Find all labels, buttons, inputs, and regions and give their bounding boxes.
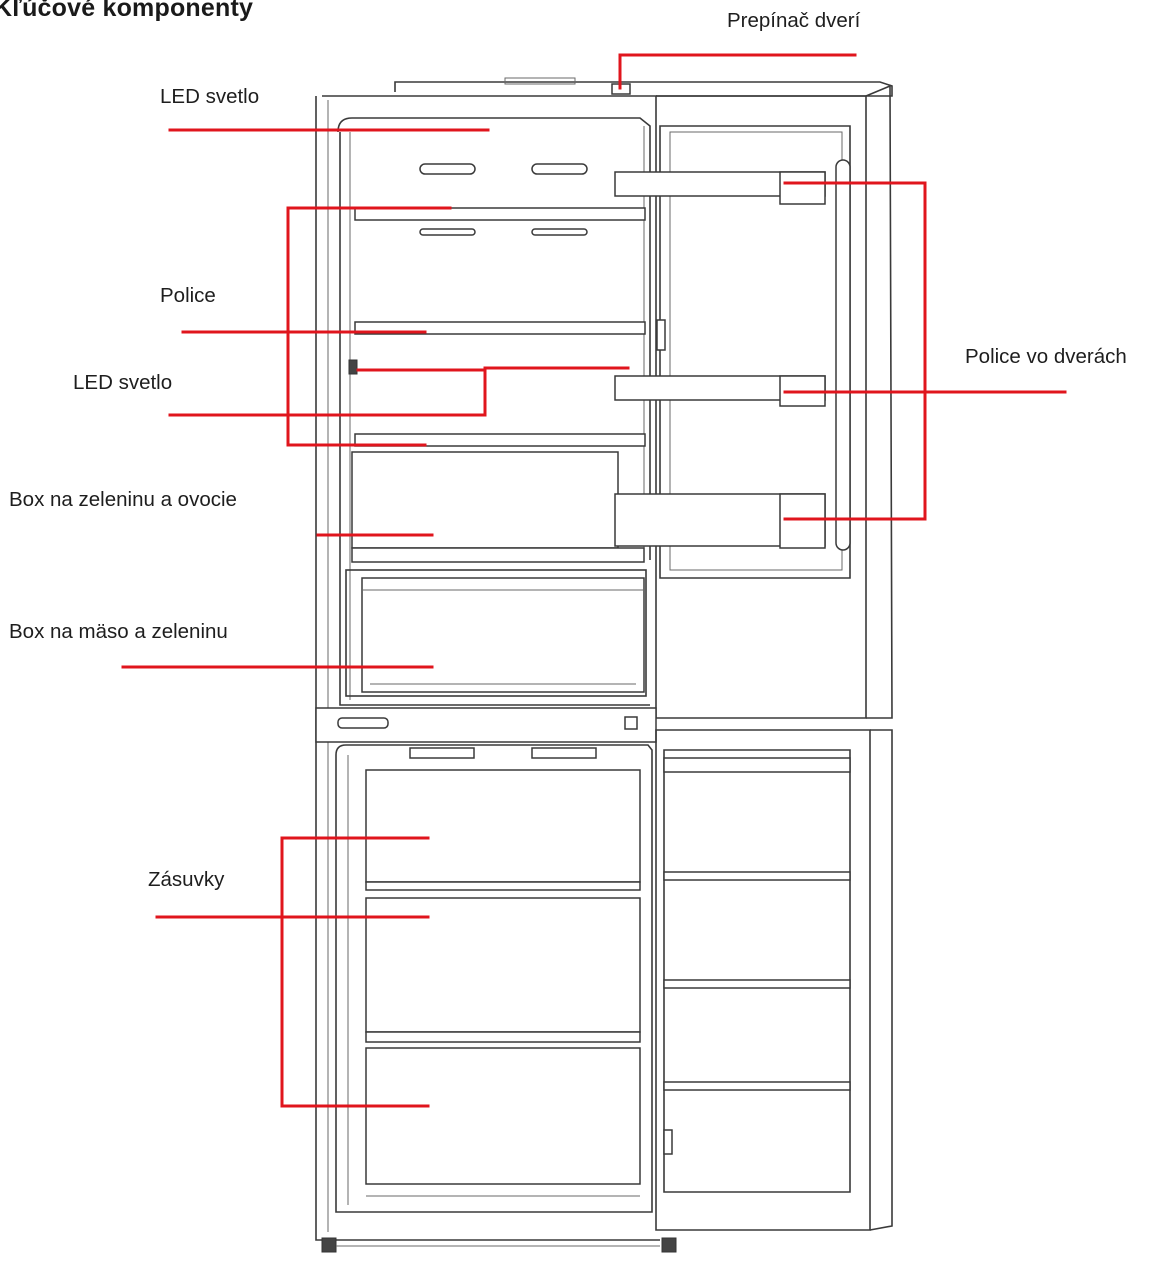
shelf-1 — [355, 208, 645, 220]
meat-vegetable-box — [362, 578, 644, 692]
lower-door — [656, 730, 892, 1230]
fridge-body — [316, 78, 892, 1252]
drawer-3 — [366, 1048, 640, 1184]
drawer-1 — [366, 770, 640, 882]
